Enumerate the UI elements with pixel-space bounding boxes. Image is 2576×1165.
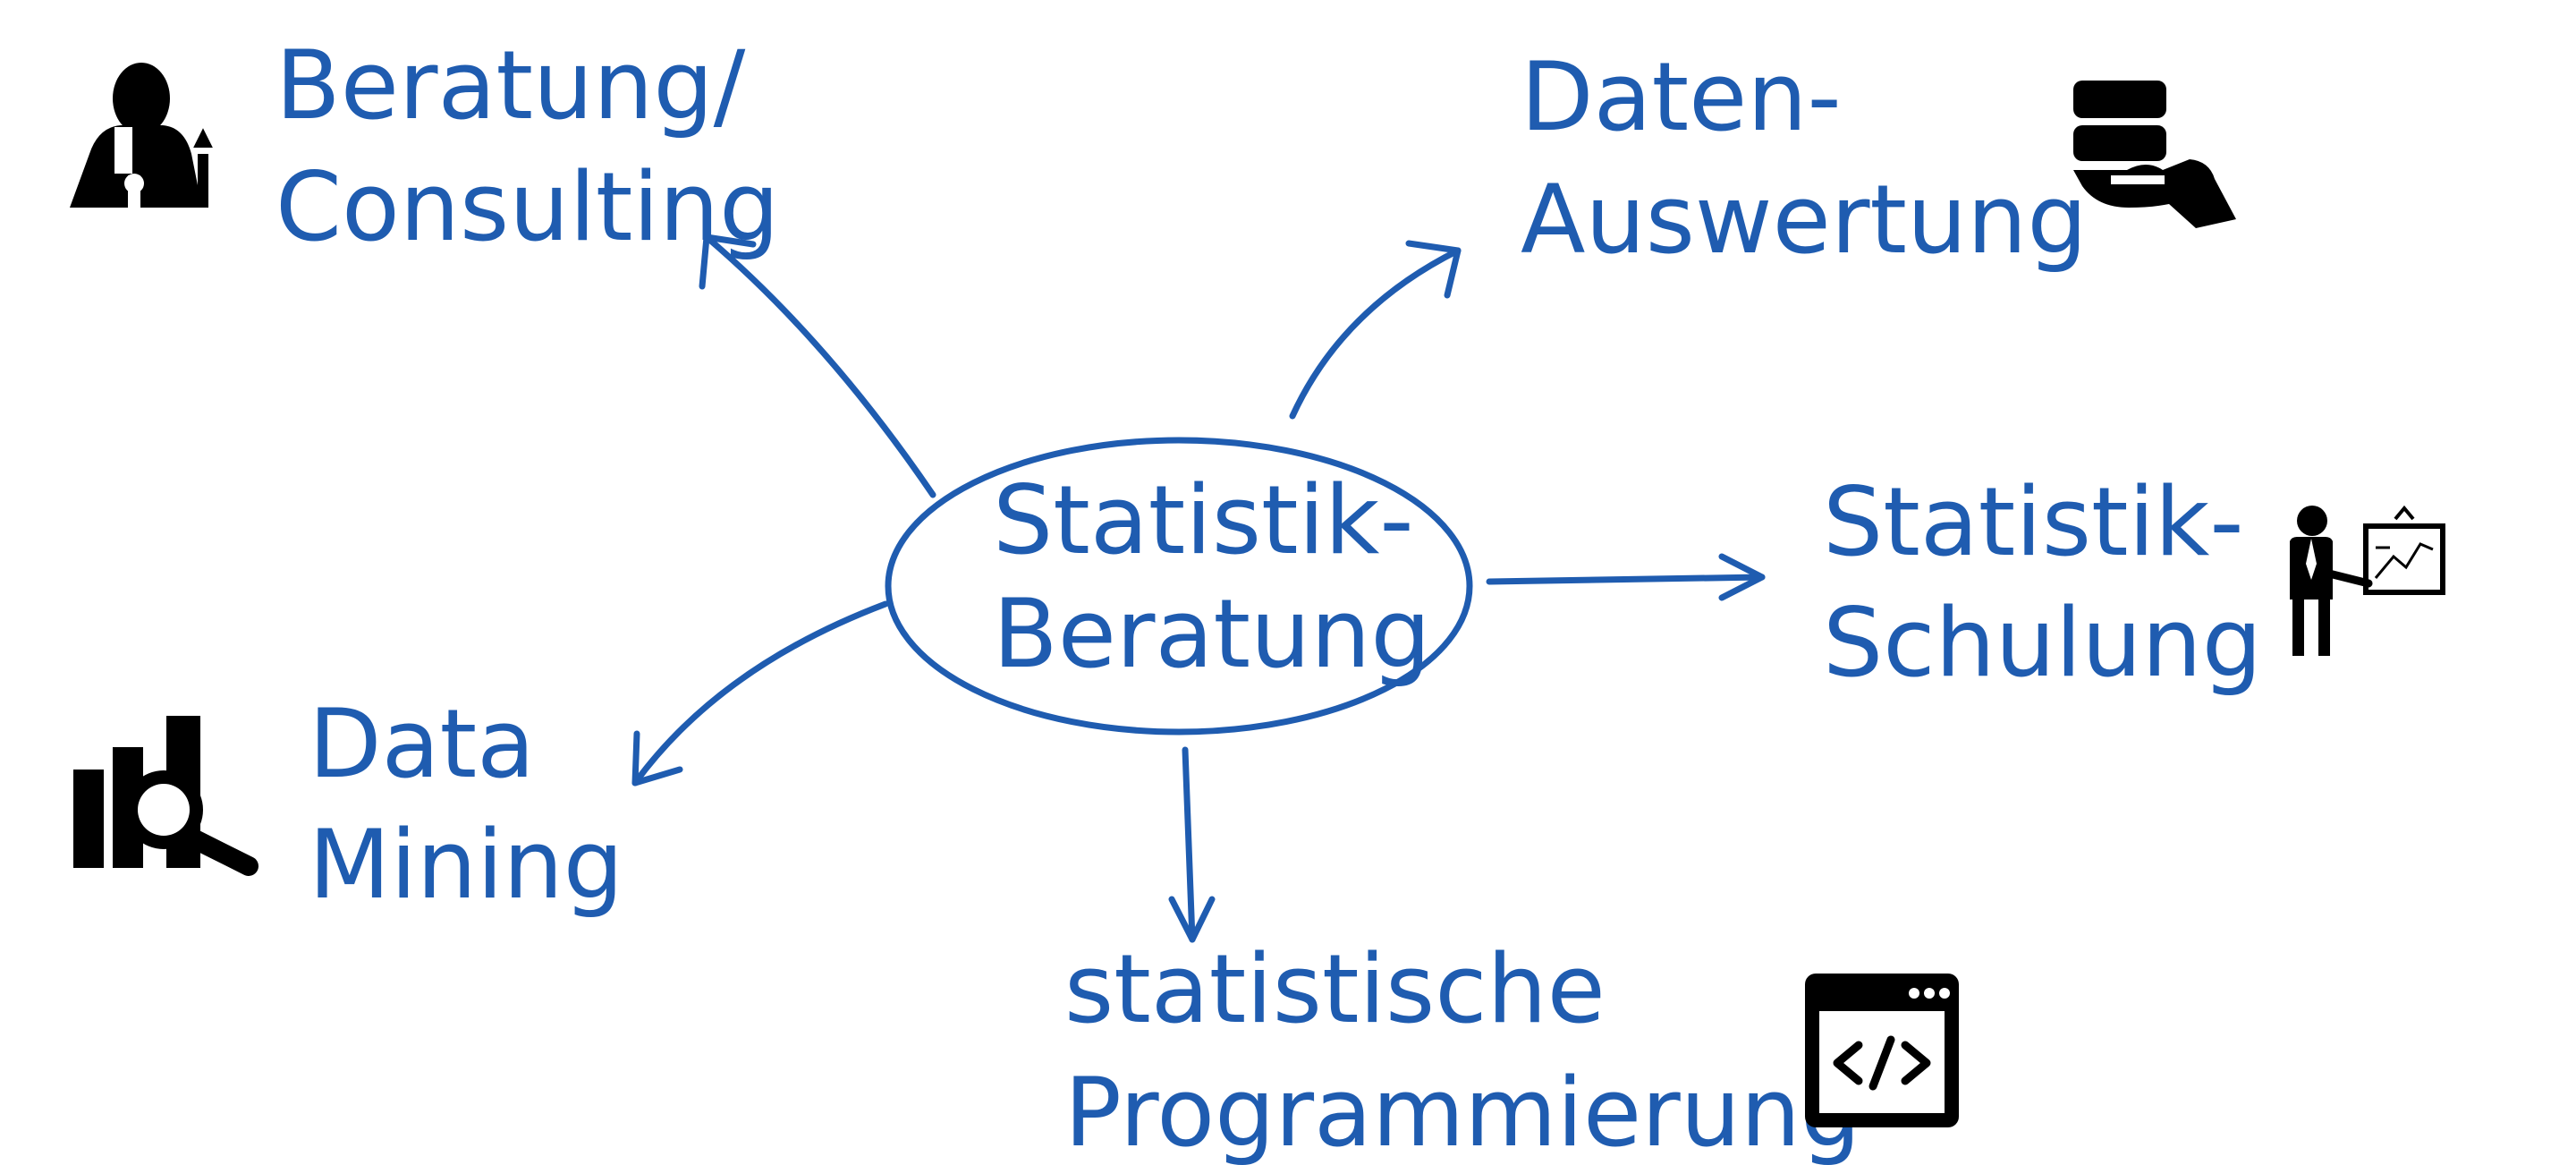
arrow-to-mining [631, 600, 889, 787]
mining-label-line1: Data [309, 689, 535, 799]
mining-label-line2: Mining [309, 810, 623, 920]
arrow-head-consulting [699, 234, 757, 290]
consulting-label-line2: Consulting [275, 152, 779, 262]
arrow-to-programmierung [1182, 746, 1196, 943]
programmierung-label-line2: Programmierung [1064, 1058, 1860, 1165]
chart-magnifier-icon [73, 716, 258, 876]
arrow-head-programmierung [1168, 896, 1216, 943]
arrow-head-auswertung [1405, 240, 1462, 299]
presenter-board-icon [2290, 505, 2445, 656]
code-window-icon [1805, 974, 1959, 1127]
connector-arrows [631, 234, 1766, 943]
programmierung-label-line1: statistische [1064, 934, 1606, 1044]
arrow-to-auswertung [1289, 247, 1462, 420]
center-label-line2: Beratung [993, 579, 1431, 689]
center-ellipse [885, 437, 1473, 736]
arrow-head-mining [631, 730, 683, 787]
arrow-head-schulung [1718, 553, 1766, 601]
schulung-label-line1: Statistik- [1823, 467, 2244, 577]
consultant-chart-icon [70, 63, 213, 208]
center-label-line1: Statistik- [993, 465, 1414, 575]
arrow-to-consulting [703, 234, 936, 498]
auswertung-label-line2: Auswertung [1521, 165, 2088, 275]
schulung-label-line2: Schulung [1823, 588, 2262, 698]
consulting-label-line1: Beratung/ [275, 30, 746, 140]
hand-data-icon [2073, 81, 2236, 228]
auswertung-label-line1: Daten- [1521, 42, 1842, 152]
arrow-to-schulung [1486, 574, 1766, 585]
